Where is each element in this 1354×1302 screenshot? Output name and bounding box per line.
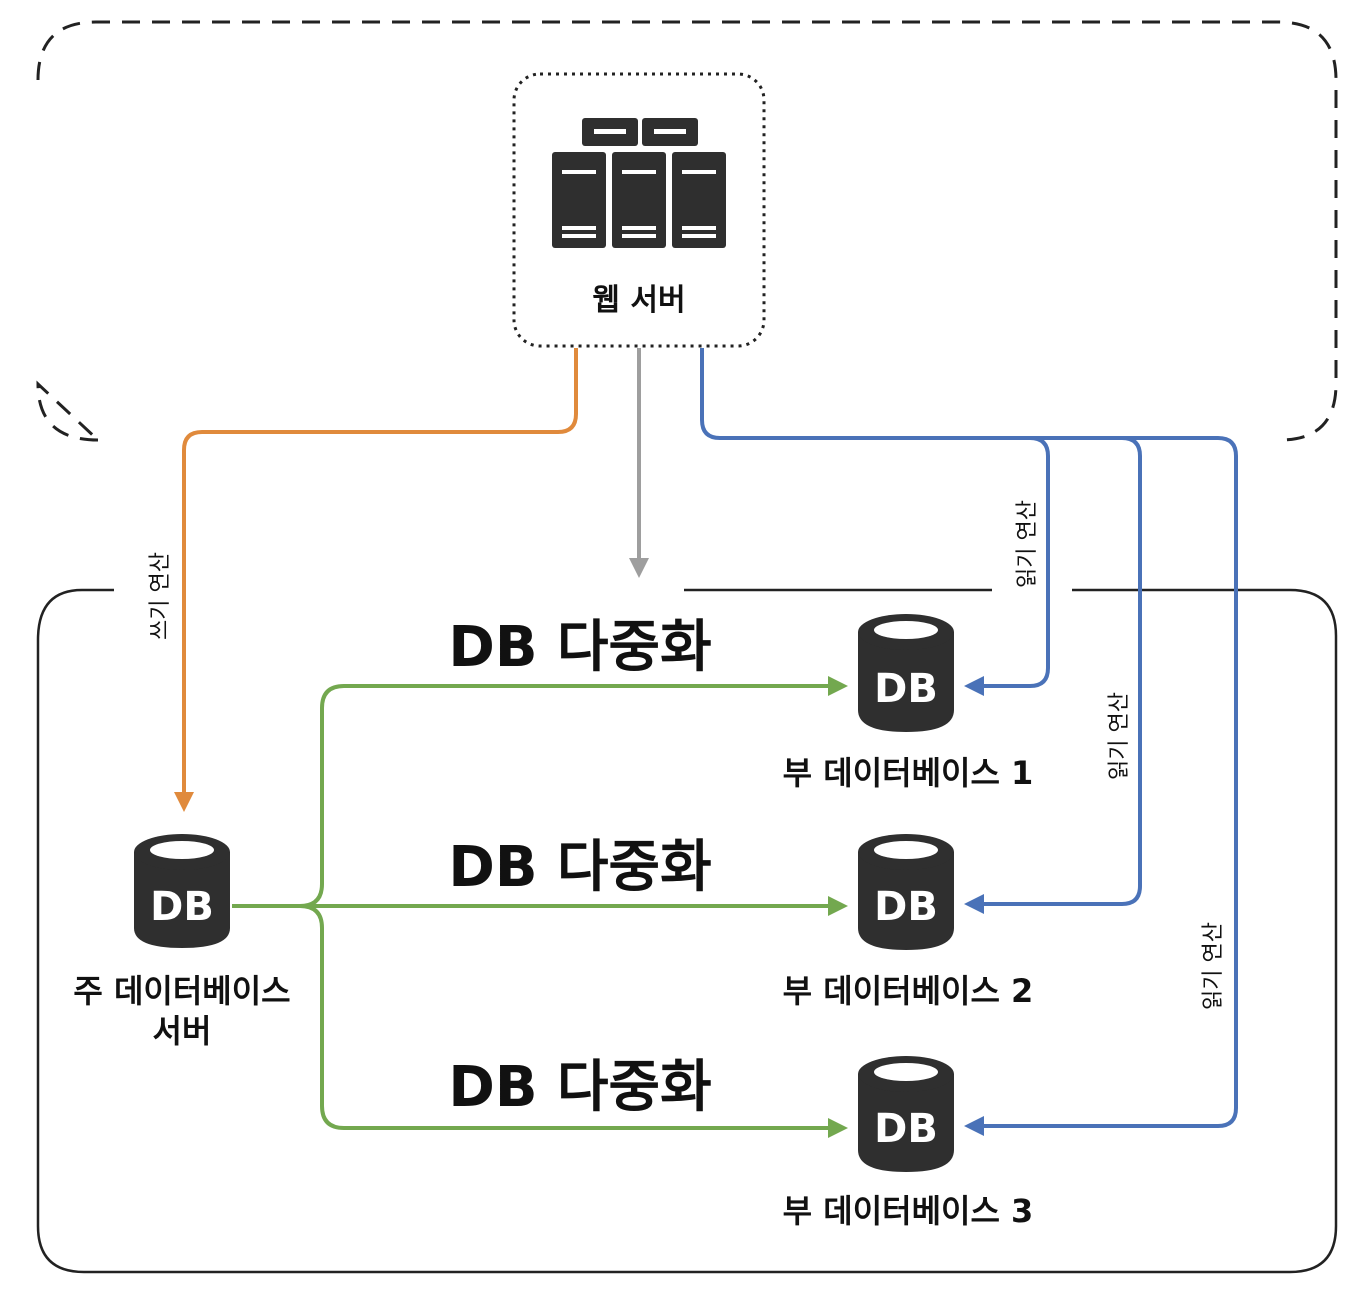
replica-db-3-icon-label: DB (874, 1106, 938, 1152)
primary-db-label-line1: 주 데이터베이스 (73, 972, 290, 1010)
replica-db-2-icon-label: DB (874, 884, 938, 930)
read-path-1 (700, 348, 1050, 696)
read-op-label-2: 읽기 연산 (1107, 692, 1132, 780)
write-path (174, 348, 578, 812)
replication-path-3 (299, 904, 848, 1138)
replica-db-3-icon: DB (858, 1056, 954, 1172)
db-tier-boundary (36, 588, 1338, 1274)
replica-db-1-icon: DB (858, 614, 954, 732)
read-op-label-1: 읽기 연산 (1015, 500, 1040, 588)
replica-db-1-label: 부 데이터베이스 1 (783, 754, 1034, 792)
replica-db-2-icon: DB (858, 834, 954, 950)
replication-label-3: DB 다중화 (448, 1055, 711, 1120)
write-op-label: 쓰기 연산 (148, 552, 173, 640)
replica-db-3-label: 부 데이터베이스 3 (783, 1192, 1034, 1230)
primary-db-icon-label: DB (150, 884, 214, 930)
web-tier-boundary (36, 20, 1338, 442)
read-path-2 (964, 436, 1142, 914)
web-server-label: 웹 서버 (592, 283, 685, 318)
replication-label-1: DB 다중화 (448, 615, 711, 680)
read-op-label-3: 읽기 연산 (1201, 922, 1226, 1010)
replication-path-1 (299, 676, 848, 908)
replica-db-2-label: 부 데이터베이스 2 (783, 972, 1034, 1010)
primary-db-icon: DB (134, 834, 230, 948)
read-path-3 (964, 436, 1238, 1136)
replication-label-2: DB 다중화 (448, 835, 711, 900)
replica-db-1-icon-label: DB (874, 666, 938, 712)
server-rack-icon (552, 118, 726, 248)
primary-db-label-line2: 서버 (153, 1012, 212, 1050)
